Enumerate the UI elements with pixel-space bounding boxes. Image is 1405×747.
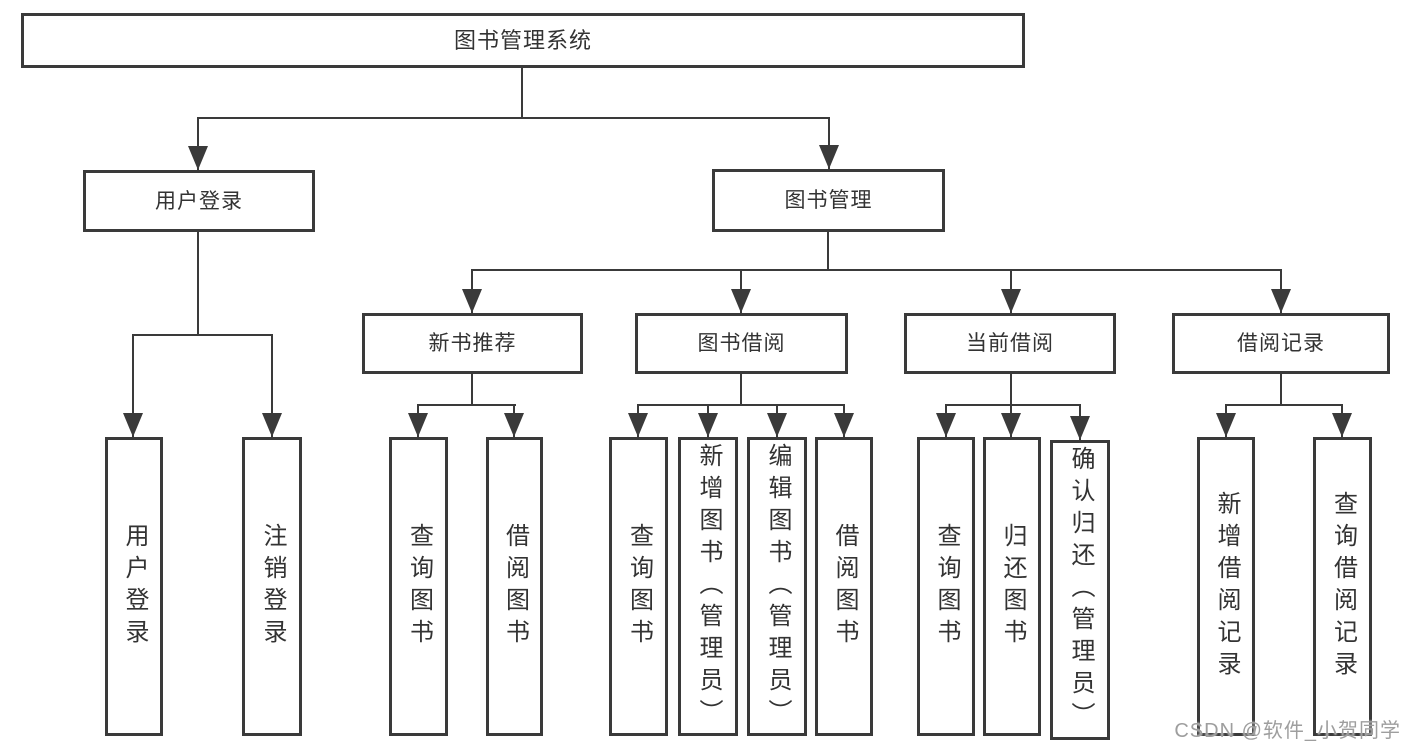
connector-line bbox=[132, 335, 134, 437]
node-book-management-label: 图书管理 bbox=[784, 189, 873, 212]
node-root: 图书管理系统 bbox=[21, 13, 1025, 68]
connector-line bbox=[197, 117, 830, 119]
node-book-borrow-label: 图书借阅 bbox=[697, 332, 786, 355]
leaf-add-borrow-record: 新增借阅记录 bbox=[1197, 437, 1255, 736]
arrow-down-icon bbox=[834, 413, 854, 437]
node-book-management: 图书管理 bbox=[712, 169, 945, 232]
arrow-down-icon bbox=[123, 413, 143, 437]
leaf-edit-books-admin: 编辑图书（管理员） bbox=[747, 437, 807, 736]
arrow-down-icon bbox=[462, 289, 482, 313]
node-current-borrow-label: 当前借阅 bbox=[966, 332, 1054, 355]
leaf-return-books: 归还图书 bbox=[983, 437, 1041, 736]
leaf-user-login: 用户登录 bbox=[105, 437, 163, 736]
leaf-query-books-2: 查询图书 bbox=[609, 437, 668, 736]
node-new-book-recommend: 新书推荐 bbox=[362, 313, 583, 374]
arrow-down-icon bbox=[1001, 289, 1021, 313]
connector-line bbox=[637, 404, 845, 406]
leaf-logout: 注销登录 bbox=[242, 437, 302, 736]
arrow-down-icon bbox=[628, 413, 648, 437]
node-current-borrow: 当前借阅 bbox=[904, 313, 1116, 374]
leaf-borrow-books-1: 借阅图书 bbox=[486, 437, 543, 736]
leaf-confirm-return-admin: 确认归还（管理员） bbox=[1050, 440, 1110, 740]
arrow-down-icon bbox=[767, 413, 787, 437]
node-user-login: 用户登录 bbox=[83, 170, 315, 232]
connector-line bbox=[417, 404, 516, 406]
node-borrow-records: 借阅记录 bbox=[1172, 313, 1390, 374]
connector-line bbox=[1010, 374, 1012, 405]
connector-line bbox=[471, 269, 1282, 271]
leaf-query-borrow-record: 查询借阅记录 bbox=[1313, 437, 1372, 736]
connector-line bbox=[197, 118, 199, 170]
connector-line bbox=[828, 118, 830, 169]
arrow-down-icon bbox=[188, 146, 208, 170]
node-book-borrow: 图书借阅 bbox=[635, 313, 848, 374]
connector-line bbox=[471, 374, 473, 405]
node-new-book-recommend-label: 新书推荐 bbox=[428, 332, 517, 355]
arrow-down-icon bbox=[408, 413, 428, 437]
connector-line bbox=[1225, 404, 1343, 406]
arrow-down-icon bbox=[1216, 413, 1236, 437]
arrow-down-icon bbox=[1332, 413, 1352, 437]
connector-line bbox=[740, 374, 742, 405]
connector-line bbox=[945, 404, 1081, 406]
node-root-label: 图书管理系统 bbox=[453, 27, 592, 53]
leaf-query-books-1: 查询图书 bbox=[389, 437, 448, 736]
arrow-down-icon bbox=[936, 413, 956, 437]
arrow-down-icon bbox=[819, 145, 839, 169]
arrow-down-icon bbox=[1001, 413, 1021, 437]
watermark: CSDN @软件_小贺同学 bbox=[1174, 720, 1401, 742]
connector-line bbox=[197, 232, 199, 335]
leaf-add-books-admin: 新增图书（管理员） bbox=[678, 437, 738, 736]
connector-line bbox=[1280, 374, 1282, 405]
arrow-down-icon bbox=[504, 413, 524, 437]
node-borrow-records-label: 借阅记录 bbox=[1237, 332, 1325, 355]
arrow-down-icon bbox=[1271, 289, 1291, 313]
connector-line bbox=[271, 335, 273, 437]
connector-line bbox=[521, 68, 523, 118]
connector-line bbox=[827, 232, 829, 271]
connector-line bbox=[132, 334, 273, 336]
arrow-down-icon bbox=[698, 413, 718, 437]
arrow-down-icon bbox=[1070, 416, 1090, 440]
leaf-query-books-3: 查询图书 bbox=[917, 437, 975, 736]
leaf-borrow-books-2: 借阅图书 bbox=[815, 437, 873, 736]
arrow-down-icon bbox=[262, 413, 282, 437]
node-user-login-label: 用户登录 bbox=[155, 189, 243, 213]
arrow-down-icon bbox=[731, 289, 751, 313]
